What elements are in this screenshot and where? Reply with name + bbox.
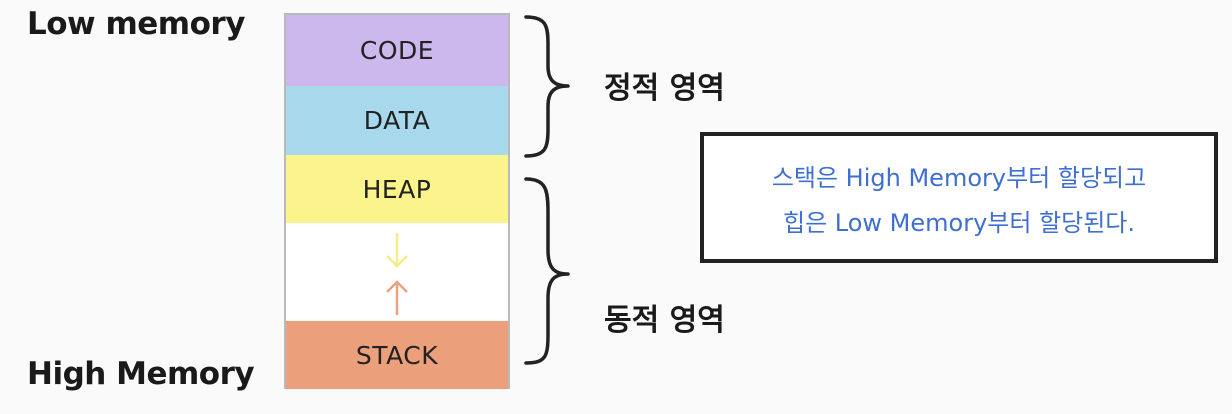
- low-memory-label: Low memory: [27, 6, 245, 42]
- static-region-label: 정적 영역: [604, 71, 725, 106]
- note-line-heap: 힙은 Low Memory부터 할당된다.: [782, 208, 1136, 237]
- dynamic-region-label: 동적 영역: [604, 303, 725, 338]
- data-segment: DATA: [286, 86, 508, 155]
- memory-allocation-note: 스택은 High Memory부터 할당되고 힙은 Low Memory부터 할…: [700, 132, 1218, 263]
- stack-segment: STACK: [286, 321, 508, 389]
- static-region-brace-icon: [524, 15, 570, 158]
- dynamic-region-brace-icon: [524, 177, 570, 365]
- note-line-stack: 스택은 High Memory부터 할당되고: [771, 163, 1147, 192]
- high-memory-label: High Memory: [27, 356, 255, 392]
- heap-growth-arrow-icon: [386, 233, 408, 268]
- memory-segments: CODE DATA HEAP STACK: [284, 13, 510, 389]
- code-segment: CODE: [286, 15, 508, 86]
- stack-growth-arrow-icon: [386, 280, 408, 315]
- heap-segment: HEAP: [286, 155, 508, 223]
